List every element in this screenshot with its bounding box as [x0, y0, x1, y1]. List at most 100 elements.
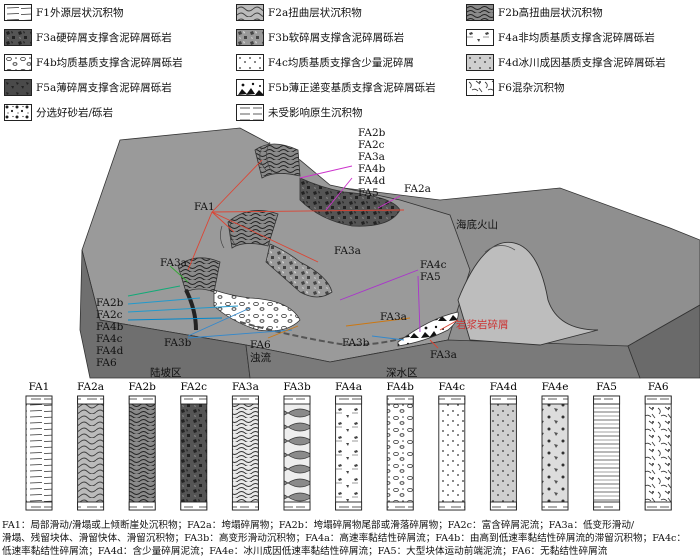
column-fa4d: FA4d [490, 381, 518, 510]
column-body [439, 396, 465, 510]
legend-label: F2b高扭曲层状沉积物 [498, 5, 603, 20]
legend-label: F2a扭曲层状沉积物 [268, 5, 362, 20]
left-stack-2: FA4b [96, 321, 124, 333]
legend-label: F5a薄碎屑支撑含泥碎屑砾岩 [36, 80, 172, 95]
legend-item-f5a: F5a薄碎屑支撑含泥碎屑砾岩 [4, 79, 172, 96]
label-fa3a-upper: FA3a [334, 245, 361, 257]
column-body [490, 396, 516, 510]
column-fa2b: FA2b [129, 381, 157, 510]
column-body [284, 396, 310, 510]
legend-item-f4a: F4a非均质基质支撑含泥碎屑砾岩 [466, 29, 655, 46]
stack-label-2: FA3a [358, 151, 385, 163]
label-magma: 岩浆岩碎屑 [456, 318, 509, 331]
left-stack-5: FA6 [96, 357, 117, 369]
column-label: FA4d [490, 381, 518, 393]
legend-swatch-dots [236, 54, 264, 71]
legend-swatch-graded [236, 79, 264, 96]
legend-swatch-gray-dots [466, 54, 494, 71]
legend-item-f2b: F2b高扭曲层状沉积物 [466, 4, 603, 21]
label-fa6: FA6 [250, 339, 271, 351]
legend-item-f4d: F4d冰川成因基质支撑含泥碎屑砾岩 [466, 54, 666, 71]
left-stack-3: FA4c [96, 333, 123, 345]
column-body [78, 396, 104, 510]
legend-item-f1: F1外源层状沉积物 [4, 4, 123, 21]
column-label: FA2a [77, 381, 104, 393]
label-fa3a-lower: FA3a [380, 311, 407, 323]
column-label: FA3b [283, 381, 311, 393]
label-fa4c: FA4c [420, 259, 447, 271]
legend-swatch-light-clast [4, 54, 32, 71]
legend-swatch-hlines [4, 4, 32, 21]
facies-columns-svg: FA1 FA2a FA2b FA2c FA3a FA3b FA4a FA4b FA4c FA4d F… [0, 378, 700, 516]
legend-swatch-gray-clast [236, 29, 264, 46]
column-body [26, 396, 52, 510]
block-diagram-svg: FA2b FA2c FA3a FA4b FA4d FA5 FA1 FA2a FA… [0, 118, 700, 380]
column-label: FA2b [129, 381, 157, 393]
column-body [129, 396, 155, 510]
legend-label: F4b均质基质支撑含泥碎屑砾岩 [36, 55, 183, 70]
label-fa3a-deep: FA3a [430, 349, 457, 361]
left-stack-4: FA4d [96, 345, 124, 357]
label-fa2a: FA2a [404, 183, 431, 195]
legend-swatch-dark-clast [4, 29, 32, 46]
column-fa4b: FA4b [387, 381, 415, 510]
column-fa6: FA6 [645, 381, 671, 510]
column-fa4a: FA4a [335, 381, 362, 510]
stack-label-1: FA2c [358, 139, 385, 151]
label-turbidity: 浊流 [250, 351, 271, 364]
column-label: FA6 [648, 381, 669, 393]
column-label: FA5 [596, 381, 617, 393]
legend-item-f2a: F2a扭曲层状沉积物 [236, 4, 362, 21]
facies-columns: FA1 FA2a FA2b FA2c FA3a FA3b FA4a FA4b FA4c FA4d F… [0, 378, 700, 516]
column-body [232, 396, 258, 510]
legend-label: F6混杂沉积物 [498, 80, 564, 95]
legend-label: F4d冰川成因基质支撑含泥碎屑砾岩 [498, 55, 666, 70]
column-fa4c: FA4c [439, 381, 466, 510]
column-label: FA4b [387, 381, 415, 393]
column-fa4e: FA4e [542, 381, 569, 510]
column-label: FA4c [439, 381, 466, 393]
column-body [594, 396, 620, 510]
caption-line-3: 低速率黏结性碎屑流；FA4d：含少量碎屑泥流；FA4e：冰川成因低速率黏结性碎屑… [2, 545, 700, 558]
caption-line-1: FA1：局部滑动/滑塌或上倾断崖处沉积物；FA2a：垮塌碎屑物；FA2b：垮塌碎… [2, 519, 700, 532]
legend-item-f3b: F3b软碎屑支撑含泥碎屑砾岩 [236, 29, 404, 46]
legend-label: F3a硬碎屑支撑含泥碎屑砾岩 [36, 30, 172, 45]
column-body [181, 396, 207, 510]
stack-label-5: FA5 [358, 187, 379, 199]
column-fa2c: FA2c [181, 381, 208, 510]
label-fa3a-left: FA3a [160, 257, 187, 269]
label-volcano: 海底火山 [456, 218, 498, 231]
column-body [336, 396, 362, 510]
legend-swatch-wavy-dark [466, 4, 494, 21]
column-label: FA1 [29, 381, 50, 393]
legend-item-f5b: F5b薄正递变基质支撑含泥碎屑砾岩 [236, 79, 436, 96]
label-fa1: FA1 [194, 201, 215, 213]
legend: F1外源层状沉积物 F2a扭曲层状沉积物 F2b高扭曲层状沉积物 F3a硬碎屑支撑含泥… [0, 0, 700, 130]
legend-label: F4c均质基质支撑含少量泥碎屑 [268, 55, 414, 70]
legend-item-f4b: F4b均质基质支撑含泥碎屑砾岩 [4, 54, 183, 71]
column-fa2a: FA2a [77, 381, 104, 510]
column-label: FA2c [181, 381, 208, 393]
stack-label-4: FA4d [358, 175, 386, 187]
column-label: FA3a [232, 381, 259, 393]
column-body [645, 396, 671, 510]
legend-swatch-swirl [236, 4, 264, 21]
label-fa5: FA5 [420, 271, 441, 283]
column-fa3a: FA3a [232, 381, 259, 510]
left-stack-0: FA2b [96, 297, 124, 309]
column-body [387, 396, 413, 510]
legend-swatch-chaotic [466, 79, 494, 96]
legend-item-f6: F6混杂沉积物 [466, 79, 564, 96]
column-fa5: FA5 [594, 381, 620, 510]
legend-label: F3b软碎屑支撑含泥碎屑砾岩 [268, 30, 404, 45]
label-fa3b-left: FA3b [164, 337, 192, 349]
left-stack-1: FA2c [96, 309, 123, 321]
legend-swatch-sparse-clast [466, 29, 494, 46]
legend-label: F4a非均质基质支撑含泥碎屑砾岩 [498, 30, 655, 45]
stack-label-0: FA2b [358, 127, 386, 139]
caption: FA1：局部滑动/滑塌或上倾断崖处沉积物；FA2a：垮塌碎屑物；FA2b：垮塌碎… [2, 519, 700, 558]
column-label: FA4a [335, 381, 362, 393]
caption-line-2: 滑塌、残留块体、滑留快体、滑留沉积物；FA3b：高变形滑动沉积物；FA4a：高速… [2, 532, 700, 545]
label-fa3b-right: FA3b [342, 337, 370, 349]
legend-label: F5b薄正递变基质支撑含泥碎屑砾岩 [268, 80, 436, 95]
